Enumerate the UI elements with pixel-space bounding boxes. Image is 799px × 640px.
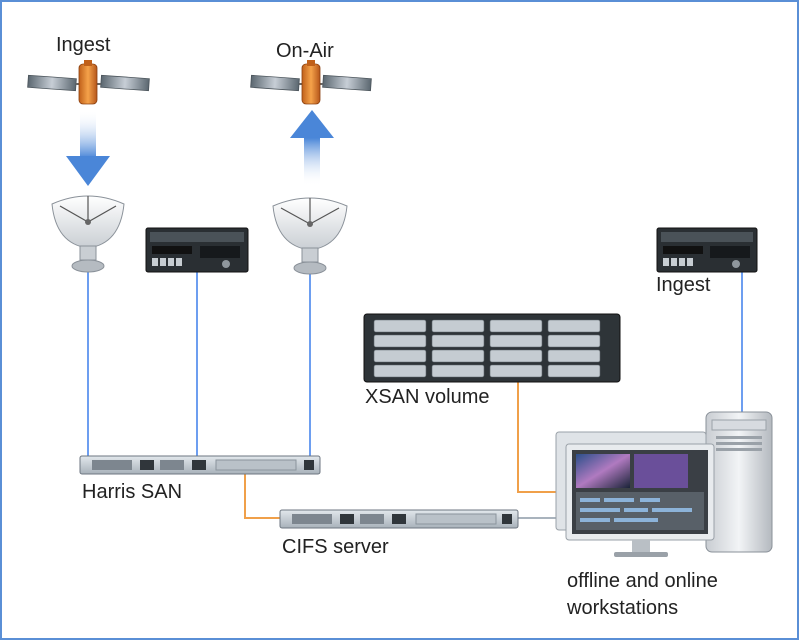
xsan-volume-label: XSAN volume: [365, 386, 490, 408]
workstation-icon: [555, 411, 773, 557]
downlink-arrow-icon: [66, 110, 110, 186]
workstations-label-line2: workstations: [567, 597, 679, 619]
satellite-dish-icon: [51, 195, 125, 273]
link-harris-to-cifs: [244, 474, 280, 519]
storage-array-icon: [363, 313, 621, 383]
satellite-dish-icon: [272, 197, 348, 275]
ingest-label: Ingest: [56, 34, 111, 56]
rack-server-icon: [79, 455, 321, 475]
on-air-label: On-Air: [276, 40, 334, 62]
harris-san-label: Harris SAN: [82, 481, 183, 503]
uplink-arrow-icon: [290, 110, 334, 186]
video-deck-icon: [145, 227, 249, 273]
cifs-server-label: CIFS server: [282, 536, 389, 558]
rack-server-icon: [279, 509, 519, 529]
workstations-label-line1: offline and online: [567, 570, 718, 592]
video-deck-icon: [656, 227, 758, 273]
ingest-label: Ingest: [656, 274, 711, 296]
link-xsan-to-workstation: [517, 382, 570, 493]
satellite-icon: [27, 60, 150, 105]
satellite-icon: [250, 60, 372, 105]
